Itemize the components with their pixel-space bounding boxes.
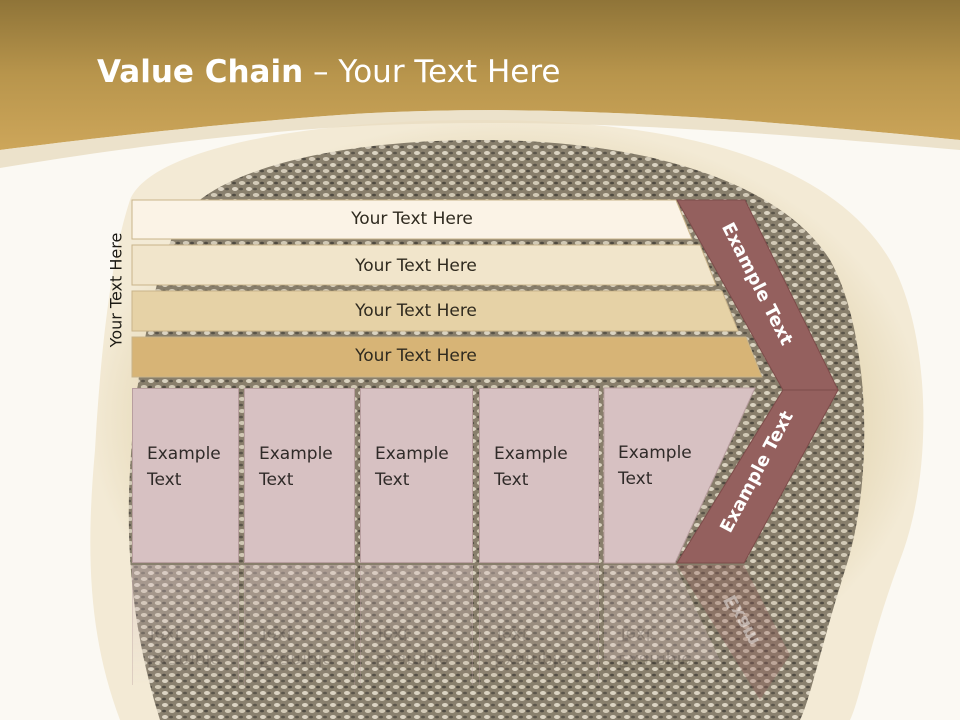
- card-5-reflection-text: Example Text: [604, 565, 692, 685]
- card-4-reflection: Example Text: [479, 565, 599, 685]
- card-1-line1: Example: [147, 444, 221, 464]
- card-3-line2: Text: [375, 470, 410, 490]
- chevron-lower: [676, 389, 839, 564]
- card-2-line2: Text: [259, 470, 294, 490]
- band-1-label: Your Text Here: [351, 209, 473, 229]
- card-1-line2: Text: [147, 470, 182, 490]
- card-5-reflection-line2: Text: [618, 624, 653, 644]
- card-4-reflection-line1: Example: [494, 650, 568, 670]
- band-4-label: Your Text Here: [355, 346, 477, 366]
- card-5-line2: Text: [618, 469, 653, 489]
- card-1-reflection-line2: Text: [147, 624, 182, 644]
- card-4-line2: Text: [494, 470, 529, 490]
- card-1-reflection: Example Text: [132, 565, 239, 685]
- card-3-line1: Example: [375, 444, 449, 464]
- header-swoosh: [0, 110, 960, 168]
- band-2: Your Text Here: [132, 247, 700, 285]
- band-4-shape: [131, 336, 763, 378]
- card-2-reflection-line1: Example: [259, 650, 333, 670]
- title-rest: – Your Text Here: [303, 54, 561, 90]
- band-2-label: Your Text Here: [355, 256, 477, 276]
- card-5-shape: [603, 387, 756, 564]
- band-3-label: Your Text Here: [355, 301, 477, 321]
- band-4: Your Text Here: [132, 337, 700, 375]
- card-3-reflection-line1: Example: [375, 650, 449, 670]
- card-4-line1: Example: [494, 444, 568, 464]
- card-5-reflection: [604, 565, 720, 660]
- card-5-reflection-line1: Example: [618, 650, 692, 670]
- card-3-reflection-line2: Text: [375, 624, 410, 644]
- title-bold: Value Chain: [97, 54, 304, 90]
- band-3: Your Text Here: [132, 292, 700, 330]
- band-1-shape: [131, 199, 693, 240]
- card-2-reflection-line2: Text: [259, 624, 294, 644]
- card-4-reflection-line2: Text: [494, 624, 529, 644]
- card-2-line1: Example: [259, 444, 333, 464]
- page-title: Value Chain – Your Text Here: [97, 54, 560, 90]
- chevron-reflection: [677, 565, 790, 700]
- band-1: Your Text Here: [132, 200, 692, 238]
- card-3-reflection: Example Text: [360, 565, 473, 685]
- band-2-shape: [131, 244, 717, 286]
- header-banner: [0, 0, 960, 150]
- card-2-reflection: Example Text: [244, 565, 355, 685]
- card-5-line1: Example: [618, 443, 692, 463]
- card-1-reflection-line1: Example: [147, 650, 221, 670]
- band-3-shape: [131, 290, 739, 332]
